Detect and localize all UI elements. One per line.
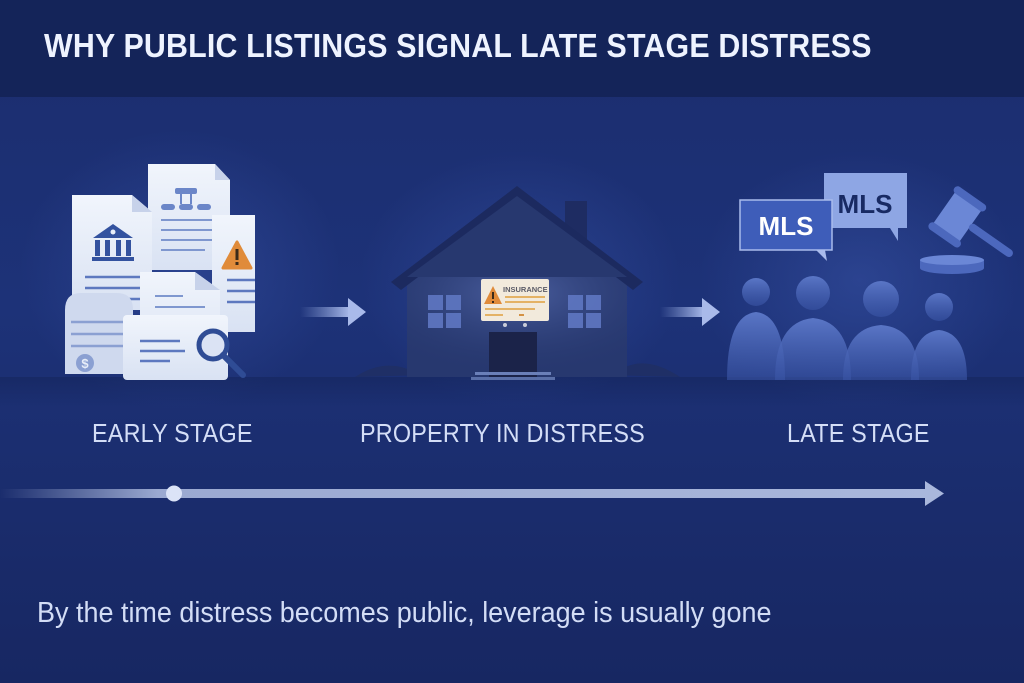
svg-text:MLS: MLS bbox=[759, 211, 814, 241]
stage-label-distress: PROPERTY IN DISTRESS bbox=[360, 418, 645, 448]
magnifier-icon bbox=[196, 328, 246, 378]
stage-label-early: EARLY STAGE bbox=[92, 418, 253, 448]
bank-document-icon bbox=[72, 195, 152, 310]
warning-document-icon bbox=[212, 215, 255, 332]
org-chart-document-icon bbox=[148, 164, 230, 270]
person-silhouette-icon bbox=[843, 281, 919, 380]
crowd-with-mls-and-gavel-icon: MLS MLS bbox=[727, 173, 1013, 380]
person-silhouette-icon bbox=[727, 278, 785, 380]
svg-text:$: $ bbox=[81, 356, 89, 371]
mls-bubble-dark: MLS bbox=[739, 199, 833, 261]
page-title: WHY PUBLIC LISTINGS SIGNAL LATE STAGE DI… bbox=[44, 27, 872, 64]
timeline-arrow bbox=[0, 481, 944, 506]
footer-subtitle: By the time distress becomes public, lev… bbox=[37, 597, 772, 629]
documents-stack-icon: $ bbox=[65, 164, 255, 380]
flow-arrow-2-icon bbox=[660, 298, 720, 326]
door bbox=[489, 332, 537, 377]
stage-label-late: LATE STAGE bbox=[787, 418, 930, 448]
gavel-icon bbox=[920, 186, 1013, 274]
search-document-icon bbox=[123, 315, 228, 380]
ground-shadow bbox=[0, 377, 1024, 407]
timeline-arrowhead-icon bbox=[925, 481, 944, 506]
window-left-icon bbox=[428, 295, 461, 328]
notice-sign-icon: INSURANCE bbox=[481, 279, 549, 327]
dollar-document-icon: $ bbox=[65, 293, 133, 374]
svg-text:INSURANCE: INSURANCE bbox=[503, 285, 548, 294]
mls-bubble-light: MLS bbox=[824, 173, 907, 241]
person-silhouette-icon bbox=[911, 293, 967, 380]
svg-text:MLS: MLS bbox=[838, 189, 893, 219]
timeline-start-dot bbox=[166, 485, 182, 502]
house-with-notice-icon: INSURANCE bbox=[355, 186, 680, 380]
person-silhouette-icon bbox=[775, 276, 851, 380]
flow-arrow-1-icon bbox=[300, 298, 366, 326]
header-band bbox=[0, 0, 1024, 97]
window-right-icon bbox=[568, 295, 601, 328]
